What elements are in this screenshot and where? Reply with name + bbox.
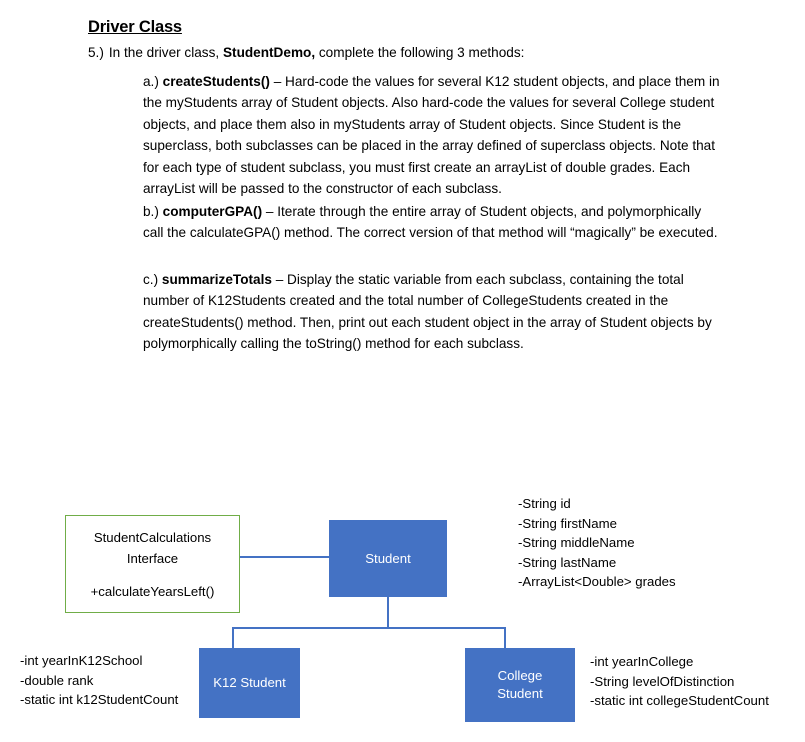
interface-method: +calculateYearsLeft() bbox=[90, 583, 215, 599]
attribute-item: -String middleName bbox=[518, 535, 635, 551]
uml-node-student-calculations-interface[interactable]: StudentCalculations Interface +calculate… bbox=[65, 515, 240, 613]
attribute-item: -String id bbox=[518, 496, 571, 511]
paragraph-marker-c: c.) bbox=[143, 272, 159, 287]
instruction-class-name: StudentDemo, bbox=[222, 45, 316, 60]
paragraph-computer-gpa: b.) computerGPA() – Iterate through the … bbox=[143, 201, 723, 244]
attribute-item: -String levelOfDistinction bbox=[590, 673, 735, 689]
instruction-text-before: In the driver class, bbox=[108, 45, 223, 60]
attributes-student: -String id -String firstName -String mid… bbox=[518, 494, 676, 592]
attribute-item: -String firstName bbox=[518, 515, 617, 531]
list-number: 5.) bbox=[88, 45, 104, 60]
attribute-item: -static int collegeStudentCount bbox=[590, 693, 769, 709]
paragraph-body-c: – Display the static variable from each … bbox=[143, 272, 712, 352]
page-title: Driver Class bbox=[88, 18, 182, 36]
numbered-instruction: 5.) In the driver class, StudentDemo, com… bbox=[88, 43, 728, 63]
paragraph-marker-b: b.) bbox=[143, 204, 159, 219]
attribute-item: -int yearInK12School bbox=[20, 653, 143, 668]
uml-node-college-student-label: College Student bbox=[497, 668, 543, 701]
method-name-create-students: createStudents() bbox=[162, 74, 270, 89]
attribute-item: -ArrayList<Double> grades bbox=[518, 574, 676, 590]
paragraph-body-b: – Iterate through the entire array of St… bbox=[143, 204, 718, 241]
attribute-item: -static int k12StudentCount bbox=[20, 692, 179, 708]
uml-node-student[interactable]: Student bbox=[329, 520, 447, 597]
attribute-item: -String lastName bbox=[518, 554, 617, 570]
paragraph-summarize-totals: c.) summarizeTotals – Display the static… bbox=[143, 269, 723, 355]
attributes-k12-student: -int yearInK12School -double rank -stati… bbox=[20, 651, 178, 710]
method-name-summarize-totals: summarizeTotals bbox=[161, 272, 272, 287]
interface-name-line-1: StudentCalculations bbox=[93, 529, 212, 545]
connector-college-up bbox=[504, 627, 506, 648]
paragraph-body-a: – Hard-code the values for several K12 s… bbox=[143, 74, 720, 197]
uml-node-k12-student-label: K12 Student bbox=[213, 675, 286, 690]
uml-node-college-student[interactable]: College Student bbox=[465, 648, 575, 722]
interface-name-line-2: Interface bbox=[126, 550, 179, 566]
connector-k12-up bbox=[232, 627, 234, 648]
uml-node-k12-student[interactable]: K12 Student bbox=[199, 648, 300, 718]
interface-name: StudentCalculations Interface bbox=[94, 527, 211, 569]
connector-student-down bbox=[387, 597, 389, 628]
method-name-computer-gpa: computerGPA() bbox=[162, 204, 263, 219]
uml-node-student-label: Student bbox=[365, 550, 411, 566]
connector-subclass-bar bbox=[232, 627, 505, 629]
attribute-item: -int yearInCollege bbox=[590, 654, 694, 669]
attribute-item: -double rank bbox=[20, 672, 94, 688]
paragraph-marker-a: a.) bbox=[143, 74, 159, 89]
paragraph-create-students: a.) createStudents() – Hard-code the val… bbox=[143, 71, 723, 199]
connector-interface-to-student bbox=[240, 556, 329, 558]
attributes-college-student: -int yearInCollege -String levelOfDistin… bbox=[590, 652, 769, 711]
instruction-text-after: complete the following 3 methods: bbox=[315, 45, 525, 60]
